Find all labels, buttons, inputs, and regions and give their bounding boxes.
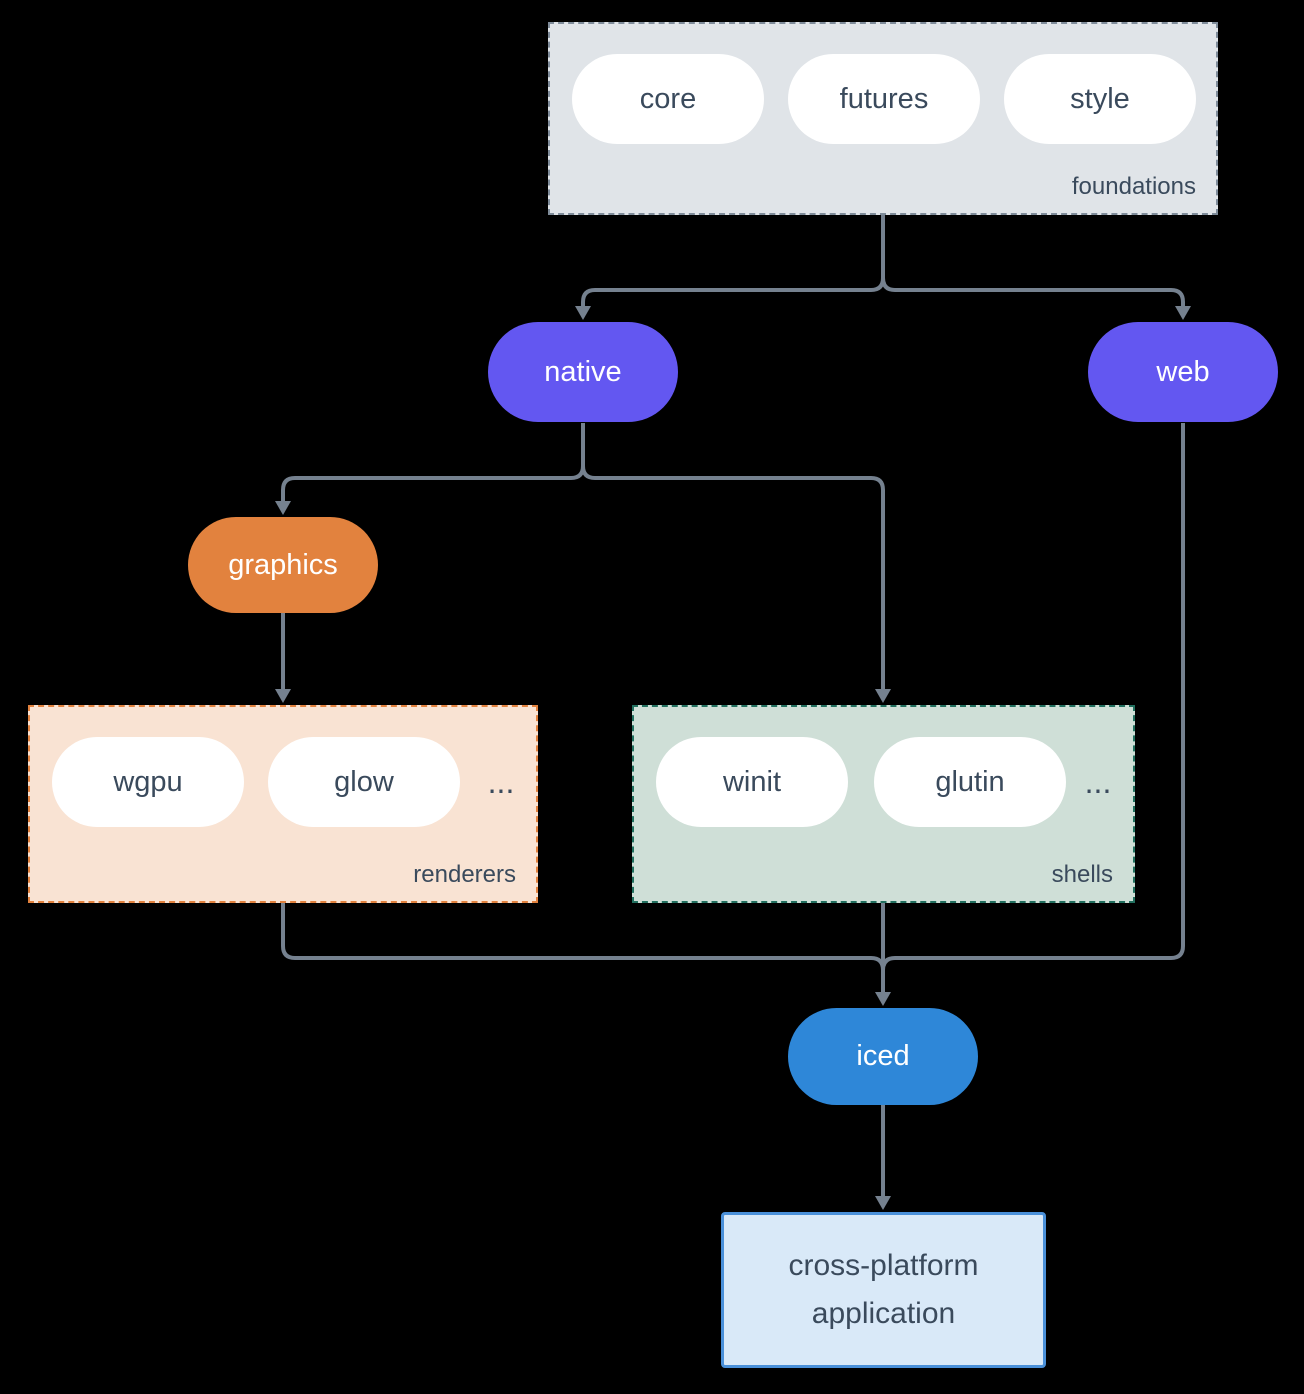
node-style: style bbox=[1004, 54, 1196, 144]
edge-renderers-iced bbox=[281, 903, 885, 971]
group-label-renderers: renderers bbox=[413, 861, 516, 888]
node-wgpu: wgpu bbox=[52, 737, 244, 827]
shells-ellipsis: ... bbox=[1084, 763, 1112, 800]
group-foundations: core futures style foundations bbox=[548, 22, 1218, 215]
node-winit: winit bbox=[656, 737, 848, 827]
node-iced: iced bbox=[788, 1008, 978, 1105]
arrowhead-web bbox=[1175, 306, 1191, 320]
node-native: native bbox=[488, 322, 678, 422]
node-graphics: graphics bbox=[188, 517, 378, 613]
node-cross-platform-application: cross-platform application bbox=[721, 1212, 1046, 1368]
arrowhead-native bbox=[575, 306, 591, 320]
node-web: web bbox=[1088, 322, 1278, 422]
arrowhead-graphics bbox=[275, 501, 291, 515]
node-glow: glow bbox=[268, 737, 460, 827]
edge-foundations-native bbox=[581, 215, 885, 306]
group-shells: winit glutin ... shells bbox=[632, 705, 1135, 903]
arrowhead-iced bbox=[875, 992, 891, 1006]
group-renderers: wgpu glow ... renderers bbox=[28, 705, 538, 903]
arrowhead-shells bbox=[875, 689, 891, 703]
arrowhead-app bbox=[875, 1196, 891, 1210]
app-label-line2: application bbox=[811, 1297, 956, 1330]
arrowhead-renderers bbox=[275, 689, 291, 703]
node-futures: futures bbox=[788, 54, 980, 144]
edge-foundations-web bbox=[881, 277, 1185, 306]
node-glutin: glutin bbox=[874, 737, 1066, 827]
edge-native-shells bbox=[581, 465, 885, 689]
app-label-line1: cross-platform bbox=[788, 1249, 979, 1282]
group-label-shells: shells bbox=[1051, 861, 1113, 888]
renderers-ellipsis: ... bbox=[487, 763, 515, 800]
edge-native-graphics bbox=[281, 423, 585, 501]
node-core: core bbox=[572, 54, 764, 144]
group-label-foundations: foundations bbox=[1071, 173, 1196, 200]
